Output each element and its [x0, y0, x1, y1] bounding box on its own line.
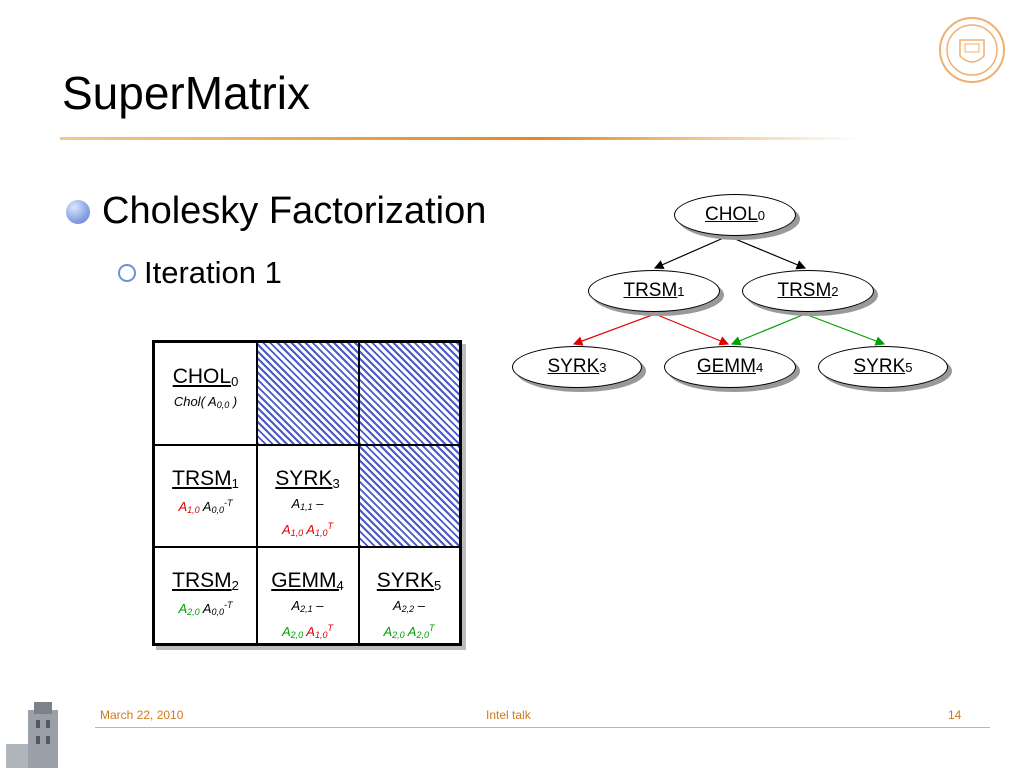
footer-divider [95, 727, 990, 728]
bullet2-text: Iteration 1 [144, 255, 282, 290]
bullet-dot-icon [66, 199, 90, 224]
grid-line [155, 546, 459, 548]
bullet-level2: Iteration 1 [118, 255, 282, 291]
cell-expr: A2,0 A0,0-T [178, 600, 233, 617]
edge-trsm2-syrk5 [804, 313, 886, 346]
cell-expr: A2,2 – A2,0 A2,0T [383, 598, 435, 640]
cell-expr: A2,1 – A2,0 A1,0T [281, 598, 333, 640]
bullet-ring-icon [118, 264, 136, 282]
cell-0-1-hatched [257, 343, 358, 444]
cell-2-2: SYRK5 A2,2 – A2,0 A2,0T [359, 547, 459, 643]
cell-label: GEMM4 [271, 569, 344, 593]
cell-0-2-hatched [359, 343, 459, 444]
tower-icon [0, 700, 90, 768]
matrix-grid: CHOL0 Chol( A0,0 ) TRSM1 A1,0 A0,0-T SYR… [152, 340, 462, 646]
cell-2-1: GEMM4 A2,1 – A2,0 A1,0T [257, 547, 358, 643]
bullet1-text: Cholesky Factorization [102, 190, 487, 232]
cell-label: SYRK5 [376, 569, 442, 593]
edge-trsm1-gemm4 [654, 313, 730, 346]
grid-line [256, 343, 258, 643]
cell-1-2-hatched [359, 445, 459, 546]
cell-0-0: CHOL0 Chol( A0,0 ) [155, 343, 256, 444]
edge-trsm2-gemm4 [730, 313, 806, 346]
footer-center: Intel talk [486, 708, 531, 722]
edge-trsm1-syrk3 [572, 313, 656, 346]
cell-1-1: SYRK3 A1,1 – A1,0 A1,0T [257, 445, 358, 546]
footer-date: March 22, 2010 [100, 708, 184, 722]
cell-label: SYRK3 [275, 467, 340, 491]
bullet-level1: Cholesky Factorization [66, 190, 486, 233]
cell-label: TRSM2 [172, 569, 239, 593]
cell-label: TRSM1 [172, 467, 239, 491]
grid-line [155, 444, 459, 446]
cell-expr: A1,0 A0,0-T [178, 498, 233, 515]
cell-label: CHOL0 [172, 365, 239, 389]
grid-line [358, 343, 360, 643]
cell-expr: A1,1 – A1,0 A1,0T [281, 496, 333, 538]
cell-expr: Chol( A0,0 ) [173, 394, 238, 410]
footer-page-number: 14 [948, 708, 962, 722]
title-divider [60, 137, 860, 140]
cell-2-0: TRSM2 A2,0 A0,0-T [155, 547, 256, 643]
cell-1-0: TRSM1 A1,0 A0,0-T [155, 445, 256, 546]
edge-chol-trsm1 [653, 235, 729, 270]
university-seal-icon [939, 17, 1005, 83]
slide-title: SuperMatrix [62, 67, 310, 119]
edge-chol-trsm2 [727, 235, 807, 270]
